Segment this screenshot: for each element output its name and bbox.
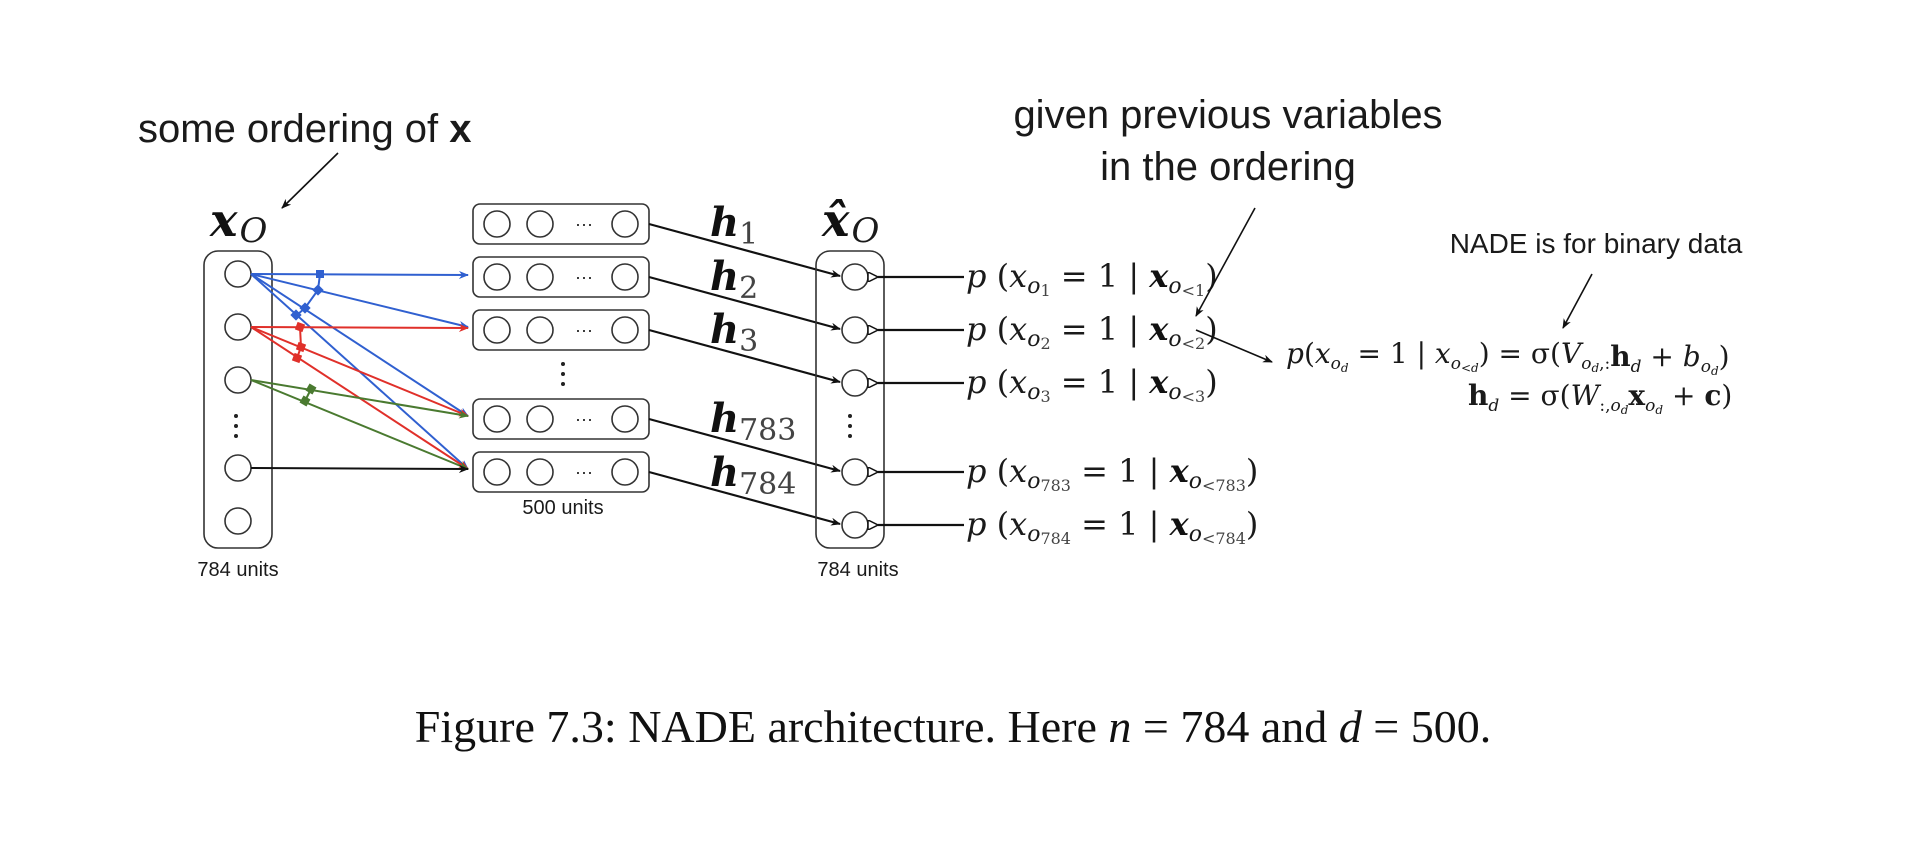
hidden-node: [483, 263, 511, 291]
hidden-box-784: ···: [472, 451, 650, 493]
conditional-text: p (xo1 = 1 | xo<1): [966, 257, 1218, 300]
figure-caption: Figure 7.3: NADE architecture. Here n = …: [0, 700, 1906, 753]
caption-n-val: = 784 and: [1142, 701, 1328, 752]
h-arrow-784: [648, 470, 841, 526]
hidden-node: [611, 405, 639, 433]
hidden-ellipsis: ···: [575, 320, 593, 340]
input-node-783: [224, 454, 252, 482]
hidden-ellipsis: ···: [575, 462, 593, 482]
input-layer-box: [203, 250, 273, 549]
equation-hidden: hd = σ(W:,odxod + c): [1468, 379, 1732, 417]
hidden-ellipsis: ···: [575, 267, 593, 287]
output-layer-box: [815, 250, 885, 549]
hidden-ellipsis: ···: [575, 409, 593, 429]
output-node-2: [841, 316, 869, 344]
hidden-box-1: ···: [472, 203, 650, 245]
conditional-783: p (xo783 = 1 | xo<783): [878, 452, 1258, 495]
conditional-probabilities: p (xo1 = 1 | xo<1) p (xo2 = 1 | xo<2) p (x…: [878, 257, 1258, 548]
output-node-1: [841, 263, 869, 291]
caption-d-var: d: [1338, 701, 1362, 752]
caption-n-var: n: [1108, 701, 1132, 752]
ordering-annotation: some ordering of x: [138, 107, 472, 151]
h-label-783: h783: [710, 395, 796, 448]
conditional-text: p (xo3 = 1 | xo<3): [966, 363, 1218, 406]
to-equation-arrow: [1195, 329, 1273, 363]
output-node-783: [841, 458, 869, 486]
caption-prefix: Figure 7.3:: [414, 701, 617, 752]
hidden-units-label: 500 units: [522, 497, 603, 519]
input-units-label: 784 units: [197, 559, 278, 581]
hidden-node: [611, 316, 639, 344]
h-label-784: h784: [710, 449, 796, 502]
edge-blue-h783: [250, 273, 469, 417]
edge-red-h3: [250, 323, 469, 332]
conditional-3: p (xo3 = 1 | xo<3): [878, 363, 1218, 406]
caption-d-val: = 500.: [1373, 701, 1492, 752]
hidden-node: [483, 316, 511, 344]
input-node-784: [224, 507, 252, 535]
input-vertical-ellipsis: [234, 414, 238, 438]
h-label-1: h1: [710, 199, 758, 252]
conditional-text: p (xo783 = 1 | xo<783): [966, 452, 1258, 495]
h-arrow-783: [648, 417, 841, 473]
binary-annotation: NADE is for binary data: [1450, 228, 1743, 259]
output-node-784: [841, 511, 869, 539]
input-layer-label: xO: [209, 193, 267, 251]
hidden-node: [526, 316, 554, 344]
binary-arrow: [1562, 273, 1593, 329]
input-node-1: [224, 260, 252, 288]
output-layer-label: x̂O: [821, 193, 879, 251]
edge-green-h783: [250, 379, 469, 419]
input-node-2: [224, 313, 252, 341]
output-nodes: [841, 263, 869, 539]
svg-text:hd = σ(W:,odxod + c): hd = σ(W:,odxod + c): [1468, 379, 1732, 417]
conditional-2: p (xo2 = 1 | xo<2): [878, 310, 1218, 353]
hidden-box-2: ···: [472, 256, 650, 298]
hidden-box-3: ···: [472, 309, 650, 351]
given-annotation-line2: in the ordering: [1100, 145, 1356, 189]
input-node-3: [224, 366, 252, 394]
edge-green-h784: [250, 379, 469, 470]
hidden-node: [483, 458, 511, 486]
given-arrow: [1195, 207, 1256, 317]
input-hidden-connections: [250, 270, 469, 473]
given-annotation-line1: given previous variables: [1013, 93, 1442, 137]
caption-text: NADE architecture. Here: [628, 701, 1097, 752]
hidden-node: [611, 210, 639, 238]
conditional-text: p (xo2 = 1 | xo<2): [966, 310, 1218, 353]
edge-blue-h3: [250, 273, 469, 329]
equation-output: p(xod = 1 | xo<d) = σ(Vod,:hd + bod): [1286, 337, 1730, 378]
conditional-text: p (xo784 = 1 | xo<784): [966, 505, 1258, 548]
conditional-1: p (xo1 = 1 | xo<1): [878, 257, 1218, 300]
output-node-3: [841, 369, 869, 397]
output-units-label: 784 units: [817, 559, 898, 581]
h-arrow-1: [648, 222, 841, 278]
hidden-node: [611, 458, 639, 486]
ordering-arrow: [281, 152, 339, 209]
svg-text:p(xod = 1 | xo<d) = σ(Vod,:hd: p(xod = 1 | xo<d) = σ(Vod,:hd + bod): [1286, 337, 1730, 378]
hidden-ellipsis: ···: [575, 214, 593, 234]
hidden-box-783: ···: [472, 398, 650, 440]
hidden-layer: ··· ··· ··· ··· ···: [472, 203, 650, 493]
hidden-node: [526, 458, 554, 486]
conditional-784: p (xo784 = 1 | xo<784): [878, 505, 1258, 548]
output-vertical-ellipsis: [848, 414, 852, 438]
h-arrow-3: [648, 328, 841, 384]
hidden-node: [611, 263, 639, 291]
hidden-node: [483, 405, 511, 433]
edge-blue-h2: [250, 270, 469, 279]
edge-black-h784: [250, 464, 469, 473]
hidden-node: [483, 210, 511, 238]
h-label-2: h2: [710, 253, 758, 306]
edge-red-h783: [250, 326, 469, 417]
hidden-node: [526, 210, 554, 238]
hidden-node: [526, 263, 554, 291]
h-label-3: h3: [710, 306, 758, 359]
h-arrow-2: [648, 275, 841, 331]
hidden-vertical-ellipsis: [561, 362, 565, 386]
blue-junction: [316, 270, 324, 278]
hidden-node: [526, 405, 554, 433]
